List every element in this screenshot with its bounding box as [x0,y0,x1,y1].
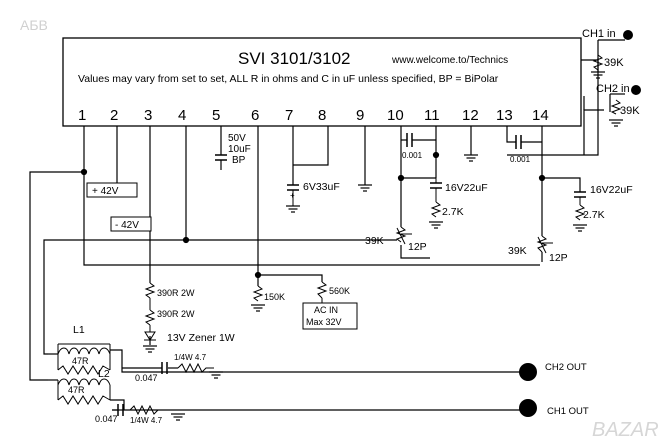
cap-pin5 [215,154,227,161]
pin-label: 5 [212,107,220,124]
pot-pin10-value: 39K [365,235,384,247]
pin-label: 14 [532,107,549,124]
pin-label: 4 [178,107,186,124]
cap-pin11 [428,178,444,229]
ch1-zobel-value: 1/4W 4.7 [130,416,163,425]
watermark: BAZAR [592,419,659,441]
ch1-out-jack[interactable] [519,399,537,417]
pin-label: 2 [110,107,118,124]
l1-res-value: 47R [72,356,89,366]
pot-pin14 [536,235,553,254]
res-390-b [144,309,156,332]
ch1-in-label: CH1 in [582,28,616,40]
cap-pin13-14-value: 0.001 [510,155,531,164]
ic-body [62,37,582,127]
wires [29,39,625,411]
res-150k-value: 150K [264,292,285,302]
cap-pin14-value: 16V22uF [590,184,633,196]
res-pin14-value: 2.7K [583,209,605,221]
ac-in-max: Max 32V [306,317,342,327]
l2-res-value: 47R [68,385,85,395]
supply-neg-label: - 42V [115,220,139,231]
pot-pin10 [395,226,412,245]
ch2-zobel-value: 1/4W 4.7 [174,353,207,362]
pin-label: 11 [424,107,440,124]
ch1-in-res-value: 39K [604,57,624,69]
supply-pos-box [86,182,138,198]
cap-pin10-11-value: 0.001 [402,151,423,160]
ch2-out-label: CH2 OUT [545,362,587,373]
ch2-in-res-value: 39K [620,105,640,117]
pin-label: 6 [251,107,259,124]
pot-pin10-cap: 12P [408,241,427,253]
pin-label: 7 [285,107,293,124]
pot-pin14-value: 39K [508,245,527,257]
res-150k [250,285,266,312]
res-560k-value: 560K [329,286,350,296]
l2-label: L2 [98,368,110,380]
pin-labels: 1 2 3 4 5 6 7 8 9 10 11 12 13 14 [78,107,549,124]
pot-pin14-cap: 12P [549,252,568,264]
cap-pin7: + [285,184,301,213]
l1-label: L1 [73,324,85,336]
ic-note: Values may vary from set to set, ALL R i… [78,73,499,85]
zener-value: 13V Zener 1W [167,332,235,344]
ch2-cap-value: 0.047 [135,373,158,383]
res-390-a [144,282,156,310]
ch1-in-jack[interactable] [623,30,633,40]
ch1-cap-value: 0.047 [95,414,118,424]
cap-pin5-value: 10uF [228,144,251,155]
pin-label: 3 [144,107,152,124]
cap-pin10-11 [406,133,413,147]
ch2-in-label: CH2 in [596,83,630,95]
cap-pin5-type: BP [232,155,246,166]
ch2-in-jack[interactable] [631,85,641,95]
pin12-ground-icon [463,154,479,162]
cap-pin5-voltage: 50V [228,133,246,144]
supply-pos-label: + 42V [92,186,119,197]
res-560k [316,281,328,303]
pin-label: 12 [462,107,479,124]
res-pin11-value: 2.7K [442,206,464,218]
ic-website: www.welcome.to/Technics [391,55,508,66]
ac-in-box [302,302,358,330]
cap-pin7-value: 6V33uF [303,181,340,193]
pin-label: 8 [318,107,326,124]
ac-in-label: AC IN [314,305,338,315]
pin-label: 9 [356,107,364,124]
res-390-b-value: 390R 2W [157,309,195,319]
l1-network [57,343,111,375]
res-390-a-value: 390R 2W [157,288,195,298]
cap-pin11-value: 16V22uF [445,182,488,194]
cap-pin13-14 [515,135,522,149]
supply-neg-box [110,216,152,232]
svg-text:+: + [290,191,295,200]
pin9-ground-icon [357,184,373,192]
ch1-zobel [117,404,186,421]
l2-network [57,378,111,405]
ch2-in-resistor [608,99,624,127]
ic-title: SVI 3101/3102 [238,49,350,68]
corner-watermark: АБВ [20,17,48,33]
ch2-zobel [161,362,224,379]
ch2-out-jack[interactable] [519,363,537,381]
pin-label: 10 [387,107,404,124]
cap-pin14 [572,191,588,232]
pin-label: 1 [78,107,86,124]
zener-diode [142,331,158,353]
ch1-out-label: CH1 OUT [547,406,589,417]
pin-label: 13 [496,107,513,124]
ch1-in-resistor [590,54,606,79]
